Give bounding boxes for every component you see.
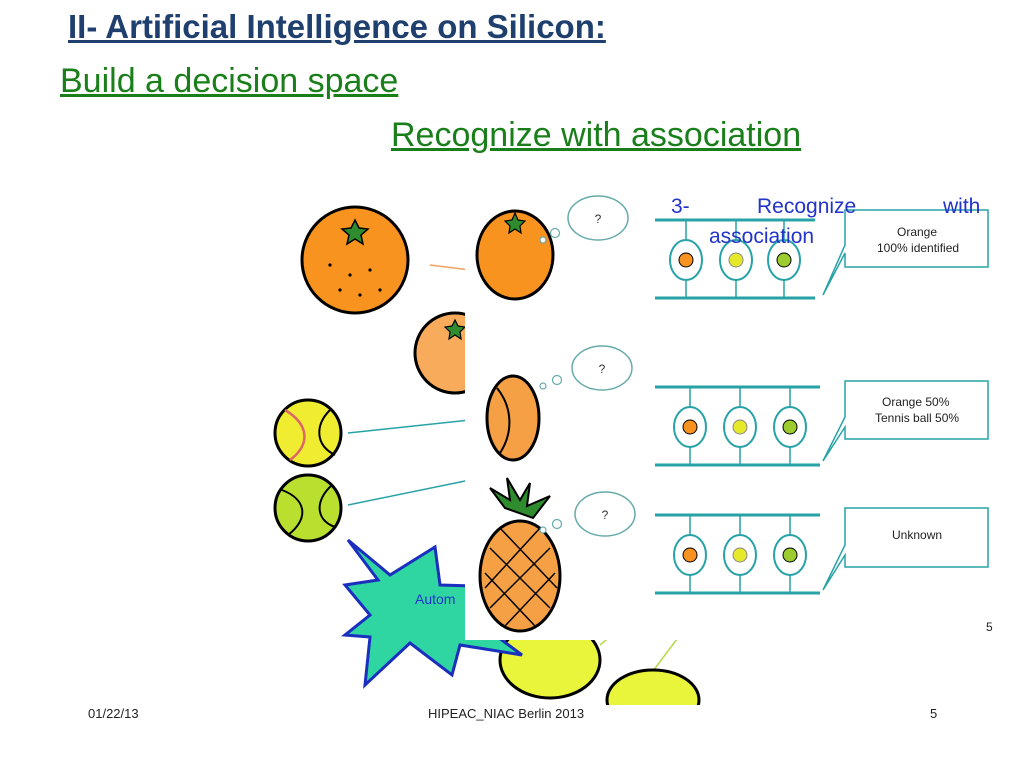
callout-box (822, 380, 989, 462)
callout-1-line2: 100% identified (877, 241, 960, 255)
decision-space-figure (273, 205, 701, 705)
callouts-figure (822, 209, 989, 591)
step-label-word: association (709, 225, 815, 248)
thought-bubble: ? (539, 345, 633, 391)
subtitle-recognize-with-association: Recognize with association (391, 116, 802, 154)
lemon-icon (605, 668, 701, 705)
step-label-word: Recognize (757, 195, 857, 218)
callout-3-line1: Unknown (892, 528, 943, 542)
footer-page-number: 5 (930, 706, 938, 721)
neuron-rows-figure (655, 218, 820, 595)
thought-question-mark: ? (595, 212, 602, 226)
callout-box (822, 507, 989, 591)
tennis-ball-icon (485, 374, 541, 462)
orange-icon (300, 205, 410, 315)
tennis-ball-icon (273, 398, 343, 468)
footer-date: 01/22/13 (88, 706, 139, 721)
inner-page-number: 5 (986, 620, 993, 634)
callout-box (822, 209, 989, 296)
star-label: Autom (415, 591, 456, 607)
tennis-ball-icon (273, 473, 343, 543)
slide-title: II- Artificial Intelligence on Silicon: (68, 8, 606, 45)
subtitle-build-decision-space: Build a decision space (60, 62, 399, 100)
thought-bubble: ? (539, 195, 629, 244)
burst-star-shape (341, 538, 523, 689)
thought-question-mark: ? (599, 362, 606, 376)
association-panel-figure: ? ? ? (475, 195, 636, 633)
thought-bubble: ? (539, 491, 636, 537)
step-label-number: 3- (671, 195, 690, 218)
footer-event: HIPEAC_NIAC Berlin 2013 (428, 706, 585, 721)
orange-icon (475, 209, 555, 301)
pineapple-icon (478, 477, 562, 633)
callout-2-line2: Tennis ball 50% (875, 411, 960, 425)
step-label-word: with (943, 195, 981, 218)
neuron-row (655, 513, 820, 595)
neuron-row (655, 218, 815, 300)
callout-1-line1: Orange (897, 225, 938, 239)
thought-question-mark: ? (602, 508, 609, 522)
callout-2-line1: Orange 50% (882, 395, 950, 409)
neuron-row (655, 385, 820, 467)
